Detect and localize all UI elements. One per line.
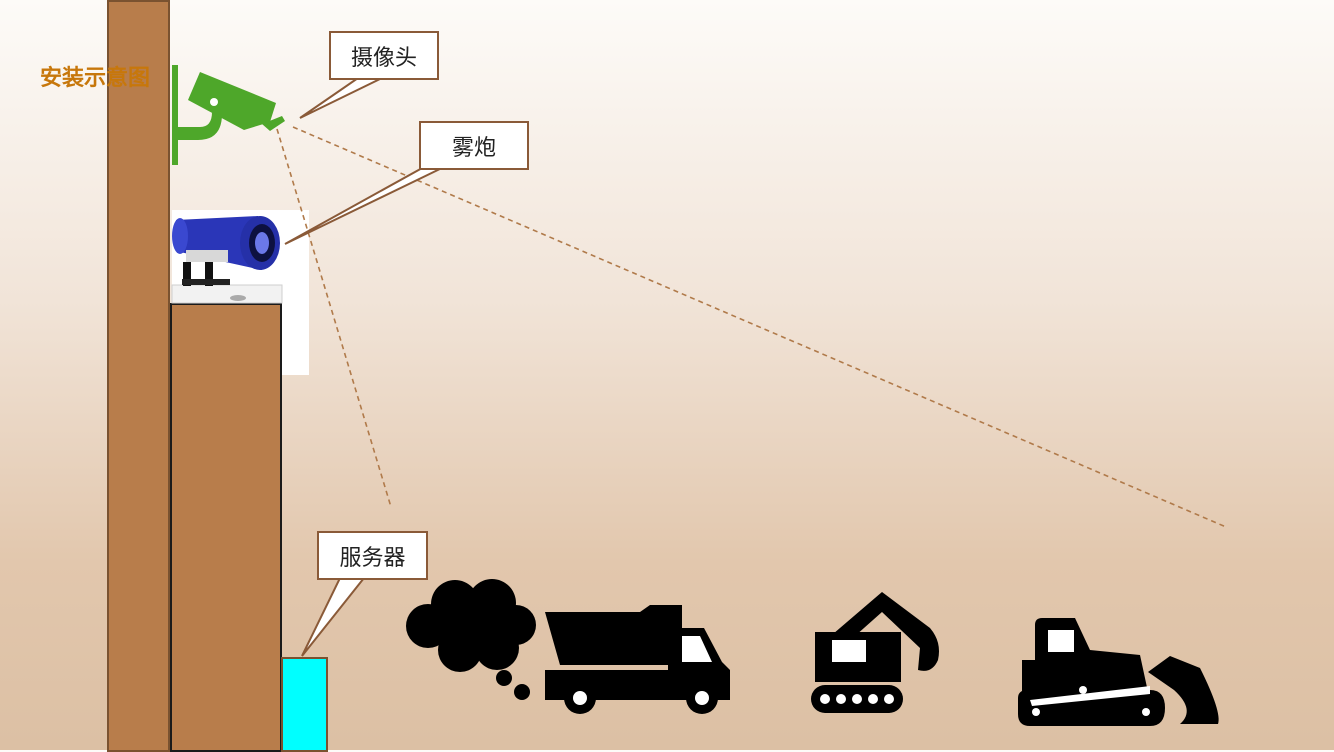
fog-cannon-callout-label: 雾炮	[451, 134, 496, 160]
server-callout: 服务器	[317, 531, 428, 580]
fog-cannon-icon	[171, 216, 283, 304]
cctv-camera-icon	[172, 65, 285, 165]
dust-cloud-icon	[406, 579, 536, 700]
fog-cannon-callout: 雾炮	[419, 121, 529, 170]
page-title: 安装示意图	[40, 66, 151, 91]
camera-callout-pointer	[299, 77, 383, 119]
bulldozer-icon	[1018, 618, 1219, 726]
camera-callout: 摄像头	[329, 31, 439, 80]
server-callout-pointer	[301, 577, 367, 657]
camera-view-line-far	[292, 126, 1227, 528]
excavator-icon	[811, 592, 939, 713]
camera-view-line-near	[276, 128, 392, 508]
server-callout-label: 服务器	[339, 544, 406, 570]
mounting-pole	[107, 0, 170, 752]
camera-callout-label: 摄像头	[350, 44, 417, 70]
fog-cannon-callout-pointer	[284, 166, 445, 245]
server-box	[281, 657, 328, 752]
dump-truck-icon	[545, 605, 730, 714]
